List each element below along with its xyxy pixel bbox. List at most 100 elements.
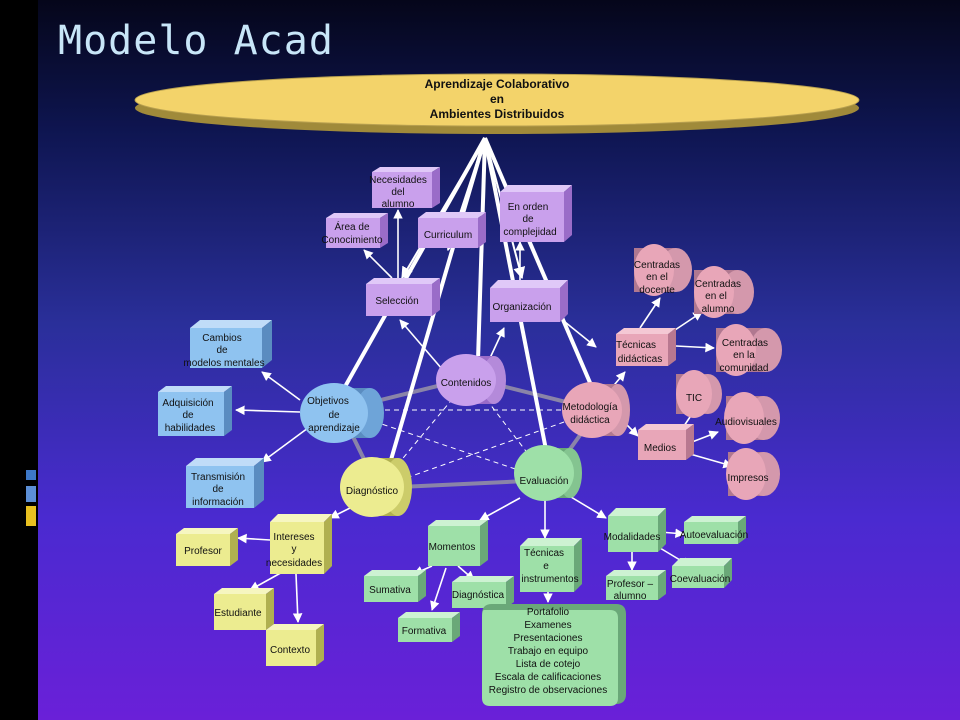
label: Contenidos: [441, 378, 492, 389]
label: Cambios: [202, 333, 241, 344]
label: y: [292, 544, 297, 555]
top-ellipse: Aprendizaje Colaborativo en Ambientes Di…: [134, 73, 860, 134]
list-item: Presentaciones: [514, 633, 583, 644]
label: Metodología: [562, 402, 617, 413]
label: Área de: [334, 220, 369, 233]
label: Técnicas: [524, 548, 564, 559]
label: Curriculum: [424, 230, 472, 241]
top-label-line2: en: [490, 92, 504, 106]
list-item: Trabajo en equipo: [508, 646, 589, 657]
label: Organización: [493, 302, 552, 313]
label: del: [391, 187, 404, 198]
cylinder-evaluacion: Evaluación: [514, 445, 582, 501]
label: Evaluación: [520, 476, 569, 487]
box-curriculum: Curriculum: [418, 212, 486, 248]
box-coevaluacion: Coevaluación: [670, 558, 732, 588]
list-item: Portafolio: [527, 607, 570, 618]
label: en la: [733, 350, 755, 361]
label: comunidad: [720, 363, 769, 374]
box-transmision-informacion: Transmisión de información: [186, 458, 264, 508]
label: Necesidades: [369, 175, 427, 186]
label: Centradas: [722, 338, 768, 349]
label: Centradas: [634, 260, 680, 271]
label: de: [216, 345, 228, 356]
label: Transmisión: [191, 472, 245, 483]
box-profesor: Profesor: [176, 528, 238, 566]
label: instrumentos: [521, 574, 578, 585]
box-orden-complejidad: En orden de complejidad: [500, 185, 572, 242]
cylinder-contenidos: Contenidos: [436, 354, 506, 406]
label: Audiovisuales: [715, 417, 777, 428]
label: Impresos: [727, 473, 768, 484]
cylinder-metodologia: Metodología didáctica: [562, 382, 630, 438]
label: Estudiante: [214, 608, 262, 619]
label: Objetivos: [307, 396, 349, 407]
label: Autoevaluación: [680, 530, 748, 541]
label: alumno: [702, 304, 735, 315]
box-area-conocimiento: Área de Conocimiento: [321, 213, 388, 248]
label: de: [212, 484, 224, 495]
label: Técnicas: [616, 340, 656, 351]
top-label-line1: Aprendizaje Colaborativo: [425, 77, 570, 91]
box-instrumentos-lista: Portafolio Examenes Presentaciones Traba…: [482, 604, 626, 706]
cylinder-centradas-docente: Centradas en el docente: [634, 244, 692, 296]
label: Diagnóstica: [452, 590, 505, 601]
label: docente: [639, 285, 675, 296]
box-sumativa: Sumativa: [364, 570, 426, 602]
label: alumno: [614, 591, 647, 602]
label: Diagnóstico: [346, 486, 399, 497]
box-formativa: Formativa: [398, 612, 460, 642]
label: didácticas: [618, 354, 662, 365]
box-momentos: Momentos: [428, 520, 488, 566]
label: de: [522, 214, 534, 225]
label: e: [543, 561, 549, 572]
label: Formativa: [402, 626, 447, 637]
cylinder-impresos: Impresos: [726, 448, 780, 500]
label: Intereses: [273, 532, 314, 543]
box-seleccion: Selección: [366, 278, 440, 316]
label: información: [192, 497, 244, 508]
label: Profesor: [184, 546, 222, 557]
label: Profesor –: [607, 579, 654, 590]
label: en el: [646, 272, 668, 283]
list-item: Lista de cotejo: [516, 659, 581, 670]
label: Sumativa: [369, 585, 411, 596]
slide-title: Modelo Acad: [58, 18, 334, 64]
box-intereses-necesidades: Intereses y necesidades: [266, 514, 332, 574]
label: complejidad: [503, 227, 556, 238]
box-necesidades-alumno: Necesidades del alumno: [369, 167, 440, 210]
cylinder-centradas-alumno: Centradas en el alumno: [694, 266, 754, 318]
decor-square-blue: [26, 470, 36, 480]
label: de: [182, 410, 194, 421]
box-contexto: Contexto: [266, 624, 324, 666]
cylinder-tic: TIC: [676, 370, 722, 418]
decor-square-yellow: [26, 506, 36, 526]
decor-square-blue: [26, 486, 36, 502]
box-organizacion: Organización: [490, 280, 568, 322]
label: didáctica: [570, 415, 610, 426]
label: en el: [705, 291, 727, 302]
label: Centradas: [695, 279, 741, 290]
label: TIC: [686, 393, 702, 404]
label: Medios: [644, 443, 676, 454]
label: Conocimiento: [321, 235, 383, 246]
box-autoevaluacion: Autoevaluación: [680, 516, 748, 544]
label: modelos mentales: [183, 358, 264, 369]
list-item: Examenes: [524, 620, 571, 631]
box-tecnicas-didacticas: Técnicas didácticas: [616, 328, 676, 366]
cylinder-centradas-comunidad: Centradas en la comunidad: [716, 324, 782, 376]
list-item: Registro de observaciones: [489, 685, 607, 696]
label: habilidades: [165, 423, 216, 434]
label: aprendizaje: [308, 423, 360, 434]
box-profesor-alumno: Profesor – alumno: [606, 570, 666, 602]
label: de: [328, 410, 340, 421]
box-adquisicion-habilidades: Adquisición de habilidades: [158, 386, 232, 436]
label: En orden: [508, 202, 549, 213]
left-margin-bar: [0, 0, 38, 720]
cylinder-objetivos: Objetivos de aprendizaje: [300, 383, 384, 443]
box-estudiante: Estudiante: [214, 588, 274, 630]
label: Modalidades: [604, 532, 661, 543]
box-cambios-modelos: Cambios de modelos mentales: [183, 320, 272, 369]
